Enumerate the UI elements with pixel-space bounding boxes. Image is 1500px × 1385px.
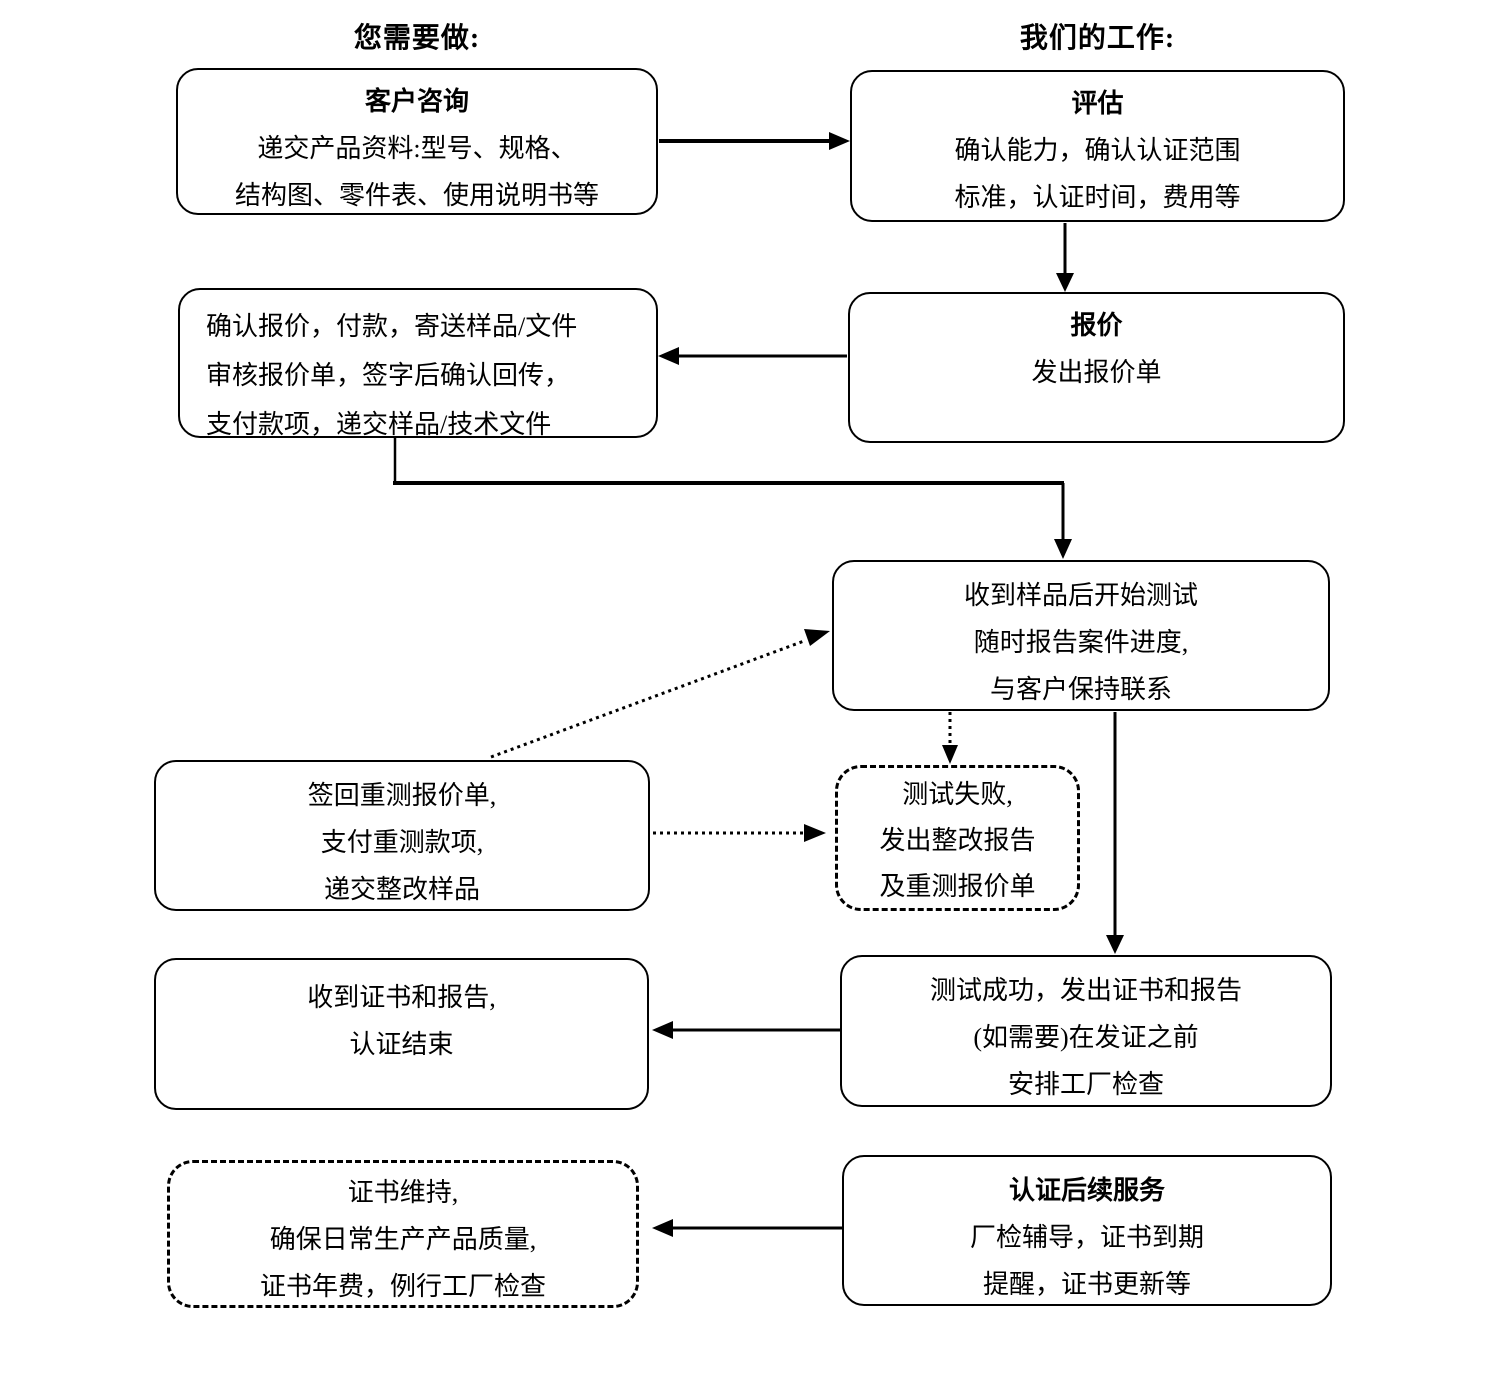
arrow-followup-to-cert-maintain (652, 1219, 843, 1237)
arrow-retest-sign-to-testing (490, 629, 830, 759)
node-line: (如需要)在发证之前 (973, 1023, 1199, 1052)
node-line: 结构图、零件表、使用说明书等 (234, 181, 599, 210)
node-line: 收到证书和报告, (307, 983, 496, 1012)
node-line: 测试成功，发出证书和报告 (929, 976, 1242, 1005)
node-line: 确认能力，确认认证范围 (954, 136, 1241, 165)
node-line: 确认报价，付款，寄送样品/文件 (206, 312, 578, 341)
node-customer-inquiry: 客户咨询 递交产品资料:型号、规格、 结构图、零件表、使用说明书等 (176, 68, 658, 215)
node-line: 支付重测款项, (320, 828, 484, 857)
arrow-inquiry-to-evaluation (659, 132, 850, 150)
node-followup-service: 认证后续服务 厂检辅导，证书到期 提醒，证书更新等 (842, 1155, 1332, 1306)
node-line: 与客户保持联系 (989, 675, 1172, 704)
arrow-quotation-to-confirm-quote (658, 347, 847, 365)
arrow-testing-to-test-success (1106, 712, 1124, 954)
node-test-fail: 测试失败, 发出整改报告 及重测报价单 (835, 765, 1080, 911)
node-retest-sign: 签回重测报价单, 支付重测款项, 递交整改样品 (154, 760, 650, 911)
node-line: 测试失败, (902, 780, 1013, 809)
node-quotation: 报价 发出报价单 (848, 292, 1345, 443)
node-line: 审核报价单，签字后确认回传， (206, 361, 571, 390)
node-line: 及重测报价单 (879, 872, 1036, 901)
node-test-success: 测试成功，发出证书和报告 (如需要)在发证之前 安排工厂检查 (840, 955, 1332, 1107)
arrow-test-success-to-receive-cert (652, 1021, 841, 1039)
node-testing: 收到样品后开始测试 随时报告案件进度, 与客户保持联系 (832, 560, 1330, 711)
node-line: 证书维持, (347, 1178, 459, 1207)
node-line: 提醒，证书更新等 (982, 1270, 1191, 1299)
node-confirm-quote: 确认报价，付款，寄送样品/文件 审核报价单，签字后确认回传， 支付款项，递交样品… (178, 288, 658, 439)
node-title: 报价 (1070, 311, 1123, 340)
arrow-testing-to-test-fail (942, 712, 958, 764)
node-title: 客户咨询 (364, 87, 469, 116)
connector-confirm-quote-to-testing (393, 438, 1072, 559)
node-evaluation: 评估 确认能力，确认认证范围 标准，认证时间，费用等 (850, 70, 1345, 222)
node-line: 发出报价单 (1031, 358, 1162, 387)
node-line: 认证结束 (349, 1030, 454, 1059)
node-line: 确保日常生产产品质量, (269, 1225, 537, 1254)
node-line: 安排工厂检查 (1007, 1070, 1164, 1099)
column-header-ourwork: 我们的工作: (1019, 23, 1176, 54)
node-line: 随时报告案件进度, (973, 628, 1189, 657)
node-line: 厂检辅导，证书到期 (969, 1223, 1204, 1252)
node-title: 认证后续服务 (1008, 1176, 1165, 1205)
node-cert-maintain: 证书维持, 确保日常生产产品质量, 证书年费，例行工厂检查 (167, 1160, 639, 1308)
node-receive-cert: 收到证书和报告, 认证结束 (154, 958, 649, 1110)
node-line: 收到样品后开始测试 (963, 581, 1198, 610)
column-header-customer: 您需要做: (353, 23, 481, 54)
arrow-evaluation-to-quotation (1056, 223, 1074, 292)
node-line: 标准，认证时间，费用等 (954, 183, 1241, 212)
node-title: 评估 (1071, 89, 1124, 118)
node-line: 发出整改报告 (879, 826, 1036, 855)
arrow-retest-sign-to-test-fail (653, 824, 826, 842)
node-line: 支付款项，递交样品/技术文件 (206, 410, 552, 439)
node-line: 签回重测报价单, (307, 781, 497, 810)
node-line: 证书年费，例行工厂检查 (259, 1272, 546, 1301)
node-line: 递交整改样品 (323, 875, 480, 904)
node-line: 递交产品资料:型号、规格、 (257, 134, 577, 163)
